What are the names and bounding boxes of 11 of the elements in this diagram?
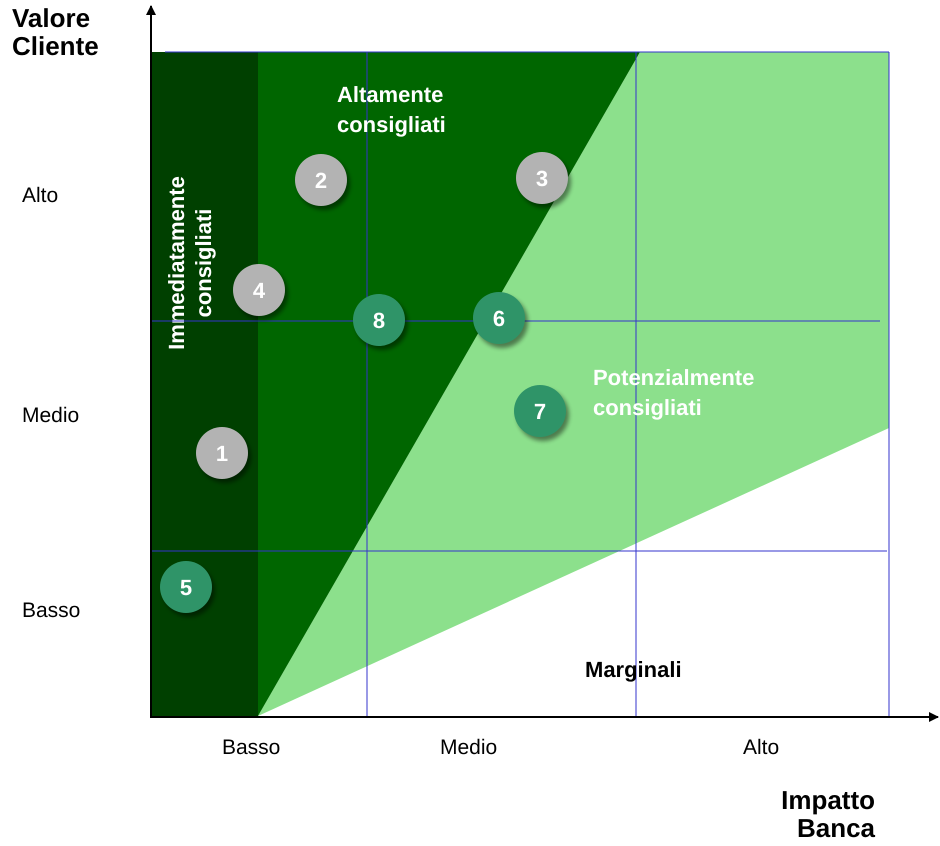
axis-tick-label: Alto [743, 735, 780, 761]
axis-tick-label: Basso [222, 735, 280, 761]
axis-title: Impatto Banca [780, 786, 875, 842]
region-label: Immediatamente consigliati [163, 175, 217, 352]
axis-tick-label: Medio [22, 403, 80, 429]
numbered-marker: 1 [196, 427, 248, 479]
axis-tick-label: Alto [22, 183, 58, 209]
axis-tick-label: Basso [22, 598, 80, 624]
numbered-marker: 5 [160, 561, 212, 613]
axis-tick-label: Medio [440, 735, 498, 761]
axis-title: Valore Cliente [12, 4, 100, 60]
